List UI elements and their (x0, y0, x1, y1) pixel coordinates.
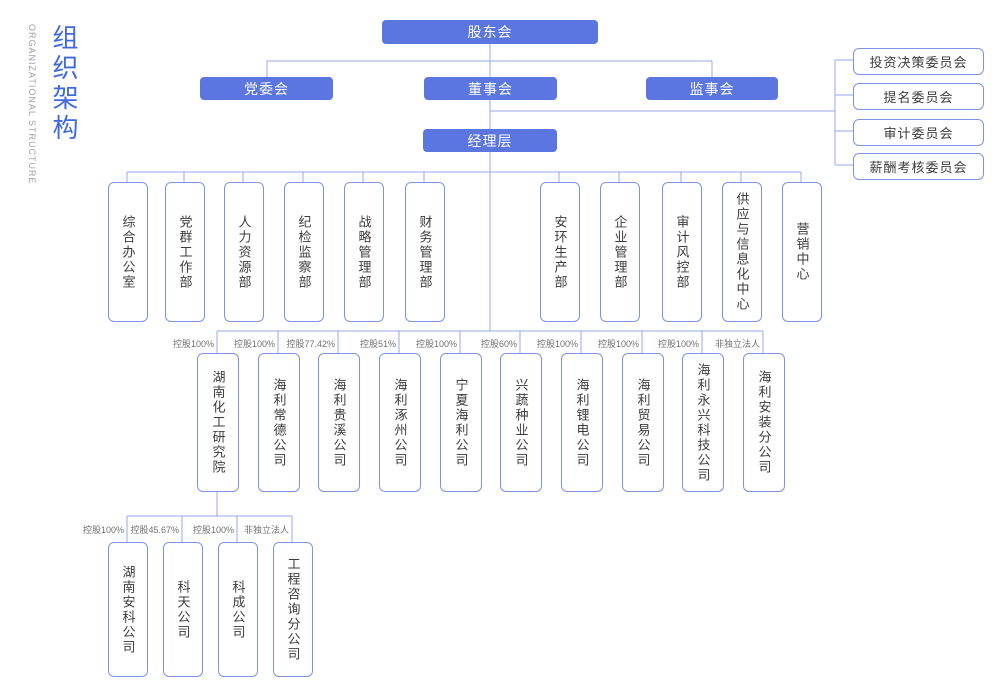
node-label: 宁夏海利公司 (453, 377, 469, 468)
node-dept-human-resources: 人力资源部 (224, 182, 264, 322)
ownership-label: 控股100% (657, 339, 699, 349)
node-committee-investment-decision: 投资决策委员会 (853, 48, 984, 75)
node-dept-strategy-management: 战略管理部 (344, 182, 384, 322)
node-label: 湖南安科公司 (120, 564, 136, 655)
node-label: 海利贵溪公司 (331, 377, 347, 468)
node-label: 科天公司 (175, 579, 191, 640)
node-label: 海利涿州公司 (392, 377, 408, 468)
node-label: 海利锂电公司 (574, 377, 590, 468)
node-dept-finance-management: 财务管理部 (405, 182, 445, 322)
node-label: 审计风控部 (674, 214, 690, 290)
node-sub2-kecheng: 科成公司 (218, 542, 258, 677)
ownership-label: 非独立法人 (243, 525, 289, 535)
node-party-committee: 党委会 (200, 77, 333, 100)
node-dept-enterprise-management: 企业管理部 (600, 182, 640, 322)
node-dept-audit-risk-control: 审计风控部 (662, 182, 702, 322)
node-label: 海利安装分公司 (756, 370, 772, 475)
node-label: 财务管理部 (417, 214, 433, 290)
node-label: 营销中心 (794, 222, 810, 282)
ownership-label: 控股45.67% (130, 525, 179, 535)
node-board-of-directors: 董事会 (424, 77, 557, 100)
node-label: 供应与信息化中心 (734, 192, 750, 312)
ownership-label: 控股100% (536, 339, 578, 349)
node-dept-supply-informatization-center: 供应与信息化中心 (722, 182, 762, 322)
node-sub-haili-zhuozhou: 海利涿州公司 (379, 353, 421, 492)
ownership-label: 控股100% (597, 339, 639, 349)
node-shareholders-meeting: 股东会 (382, 20, 598, 44)
node-label: 海利常德公司 (271, 377, 287, 468)
ownership-label: 控股100% (172, 339, 214, 349)
node-sub-haili-lithium: 海利锂电公司 (561, 353, 603, 492)
node-label: 湖南化工研究院 (210, 370, 226, 475)
ownership-label: 控股77.42% (286, 339, 335, 349)
ownership-label: 控股100% (415, 339, 457, 349)
ownership-label: 非独立法人 (714, 339, 760, 349)
node-sub-haili-guixi: 海利贵溪公司 (318, 353, 360, 492)
node-label: 党群工作部 (177, 214, 193, 290)
node-sub-hunan-chemical-research-institute: 湖南化工研究院 (197, 353, 239, 492)
node-sub-haili-trading: 海利贸易公司 (622, 353, 664, 492)
side-title-chinese: 组织架构 (49, 24, 79, 144)
ownership-label: 控股60% (480, 339, 517, 349)
node-label: 纪检监察部 (296, 214, 312, 290)
node-label: 海利贸易公司 (635, 377, 651, 468)
node-label: 科成公司 (230, 579, 246, 640)
ownership-label: 控股100% (192, 525, 234, 535)
node-sub-haili-yongxing-tech: 海利永兴科技公司 (682, 353, 724, 492)
node-label: 战略管理部 (356, 214, 372, 290)
node-committee-nomination: 提名委员会 (853, 83, 984, 110)
node-committee-audit: 审计委员会 (853, 119, 984, 146)
node-dept-safety-environment-production: 安环生产部 (540, 182, 580, 322)
ownership-label: 控股51% (359, 339, 396, 349)
node-label: 海利永兴科技公司 (695, 362, 711, 483)
node-sub-xingshu-seed: 兴蔬种业公司 (500, 353, 542, 492)
node-sub-haili-changde: 海利常德公司 (258, 353, 300, 492)
node-management-level: 经理层 (423, 129, 557, 152)
side-title-english: ORGANIZATIONAL STRUCTURE (27, 24, 37, 185)
node-dept-marketing-center: 营销中心 (782, 182, 822, 322)
node-label: 安环生产部 (552, 214, 568, 290)
node-sub-ningxia-haili: 宁夏海利公司 (440, 353, 482, 492)
node-dept-party-mass-work: 党群工作部 (165, 182, 205, 322)
node-label: 综合办公室 (120, 214, 136, 290)
node-dept-discipline-inspection: 纪检监察部 (284, 182, 324, 322)
node-sub2-hunan-anke: 湖南安科公司 (108, 542, 148, 677)
node-label: 兴蔬种业公司 (513, 377, 529, 468)
ownership-label: 控股100% (82, 525, 124, 535)
ownership-label: 控股100% (233, 339, 275, 349)
node-dept-general-office: 综合办公室 (108, 182, 148, 322)
node-label: 人力资源部 (236, 214, 252, 290)
node-sub2-engineering-consulting-branch: 工程咨询分公司 (273, 542, 313, 677)
node-label: 企业管理部 (612, 214, 628, 290)
node-sub2-ketian: 科天公司 (163, 542, 203, 677)
node-sub-haili-installation-branch: 海利安装分公司 (743, 353, 785, 492)
node-label: 工程咨询分公司 (285, 557, 301, 662)
node-supervisory-board: 监事会 (646, 77, 778, 100)
node-committee-compensation-assessment: 薪酬考核委员会 (853, 153, 984, 180)
